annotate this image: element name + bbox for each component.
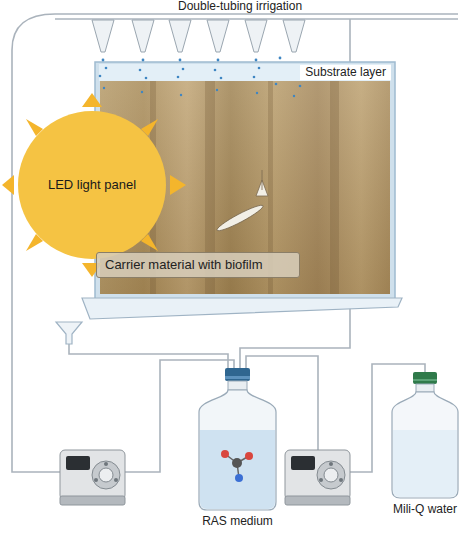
diatom [215, 170, 268, 234]
node-text: Carrier material with biofilm [105, 257, 262, 273]
carrier-label: Carrier material with biofilm [96, 252, 300, 278]
nozzle [92, 20, 305, 52]
node-text: LED light panel [48, 177, 136, 193]
drip-tray [82, 298, 402, 319]
substrate-label: Substrate layer [300, 65, 391, 80]
sun-rays [2, 93, 186, 277]
funnel [56, 322, 82, 344]
substrate-band [99, 64, 391, 81]
node-text: RAS medium [185, 514, 290, 529]
medium-bottle: RAS medium [185, 368, 290, 529]
tube-label: Double-tubing irrigation [175, 0, 305, 12]
node-text: Substrate layer [305, 65, 386, 80]
droplet [99, 57, 302, 98]
bottle [380, 372, 470, 500]
led-light-panel: LED light panel [17, 110, 167, 260]
water-bottle: Mili-Q water [380, 372, 470, 517]
peristaltic-pump [285, 450, 350, 505]
peristaltic-pump [60, 450, 125, 505]
node-text: Mili-Q water [380, 502, 470, 517]
bottle [185, 368, 290, 512]
